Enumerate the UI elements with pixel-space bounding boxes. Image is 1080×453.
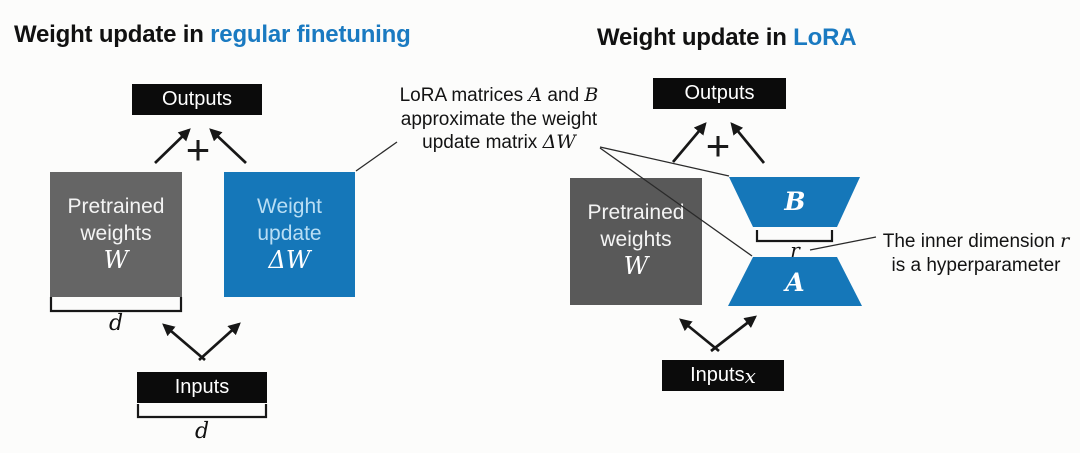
matrix-b-trapezoid — [729, 177, 860, 227]
symbol-dW: ΔW — [542, 131, 576, 153]
inputs-symbol-x: x — [744, 363, 756, 388]
symbol-B: B — [584, 84, 599, 106]
right-arrow-inputs-to-w — [679, 318, 720, 353]
matrix-b-label: B — [784, 187, 806, 216]
left-title-prefix: Weight update in — [14, 21, 211, 48]
left-weights-dim-label: d — [108, 311, 124, 336]
left-arrow-inputs-to-w — [162, 323, 206, 362]
note-pointer-to-dw-box — [355, 141, 398, 172]
weight-update-symbol-dW: ΔW — [268, 246, 311, 274]
rank-note-line1: The inner dimension r — [882, 230, 1070, 252]
weight-update-line1: Weight — [257, 195, 322, 218]
right-arrow-inputs-to-a — [710, 315, 757, 353]
left-inputs-dim-label: d — [194, 419, 210, 444]
left-arrow-inputs-to-dw — [198, 322, 241, 362]
left-title-highlight: regular finetuning — [210, 21, 411, 48]
right-pretrained-weights-box: Pretrained weights W — [570, 178, 702, 305]
lora-note-line2: approximate the weight — [400, 108, 598, 130]
pretrained-symbol-W: W — [103, 246, 129, 274]
left-arrow-dw-to-outputs — [209, 128, 247, 164]
right-title-highlight: LoRA — [793, 24, 857, 51]
right-panel-title: Weight update in LoRA — [597, 24, 857, 52]
symbol-r: r — [1060, 230, 1070, 252]
weight-update-line2: update — [257, 222, 322, 245]
symbol-A: A — [528, 84, 543, 106]
right-inputs-box: Inputs x — [662, 360, 784, 391]
left-inputs-box: Inputs — [137, 372, 267, 403]
pretrained-symbol-W: W — [623, 252, 649, 280]
left-pretrained-weights-box: Pretrained weights W — [50, 172, 182, 297]
left-panel-title: Weight update in regular finetuning — [14, 21, 411, 49]
note-pointer-to-b — [599, 146, 730, 177]
rank-hyperparameter-note: The inner dimension r is a hyperparamete… — [870, 229, 1080, 278]
lora-matrices-note: LoRA matrices A and B approximate the we… — [378, 84, 620, 155]
right-outputs-box: Outputs — [653, 78, 786, 109]
inner-dimension-r-label: r — [790, 238, 800, 262]
matrix-a-label: A — [785, 268, 805, 297]
pretrained-line1: Pretrained — [67, 195, 165, 218]
right-arrow-w-to-outputs — [671, 122, 707, 163]
pretrained-line2: weights — [600, 228, 672, 251]
inner-dim-bracket — [755, 230, 834, 243]
right-title-prefix: Weight update in — [597, 24, 794, 51]
right-arrow-ba-to-outputs — [730, 122, 766, 164]
left-inputs-dim-bracket — [136, 404, 268, 419]
rank-note-line2: is a hyperparameter — [891, 255, 1061, 276]
inputs-label: Inputs — [690, 364, 745, 386]
lora-note-line1: LoRA matrices A and B — [399, 84, 599, 106]
matrix-a-trapezoid — [728, 257, 862, 306]
pretrained-line2: weights — [80, 222, 152, 245]
note-pointer-to-a — [599, 147, 753, 257]
right-plus-sign: + — [705, 122, 731, 169]
lora-note-line3: update matrix ΔW — [422, 131, 576, 153]
left-arrow-w-to-outputs — [154, 128, 191, 164]
r-leader-line — [809, 236, 877, 251]
pretrained-line1: Pretrained — [587, 201, 685, 224]
left-weights-dim-bracket — [49, 297, 183, 313]
weight-update-box: Weight update ΔW — [224, 172, 355, 297]
left-outputs-box: Outputs — [132, 84, 262, 115]
